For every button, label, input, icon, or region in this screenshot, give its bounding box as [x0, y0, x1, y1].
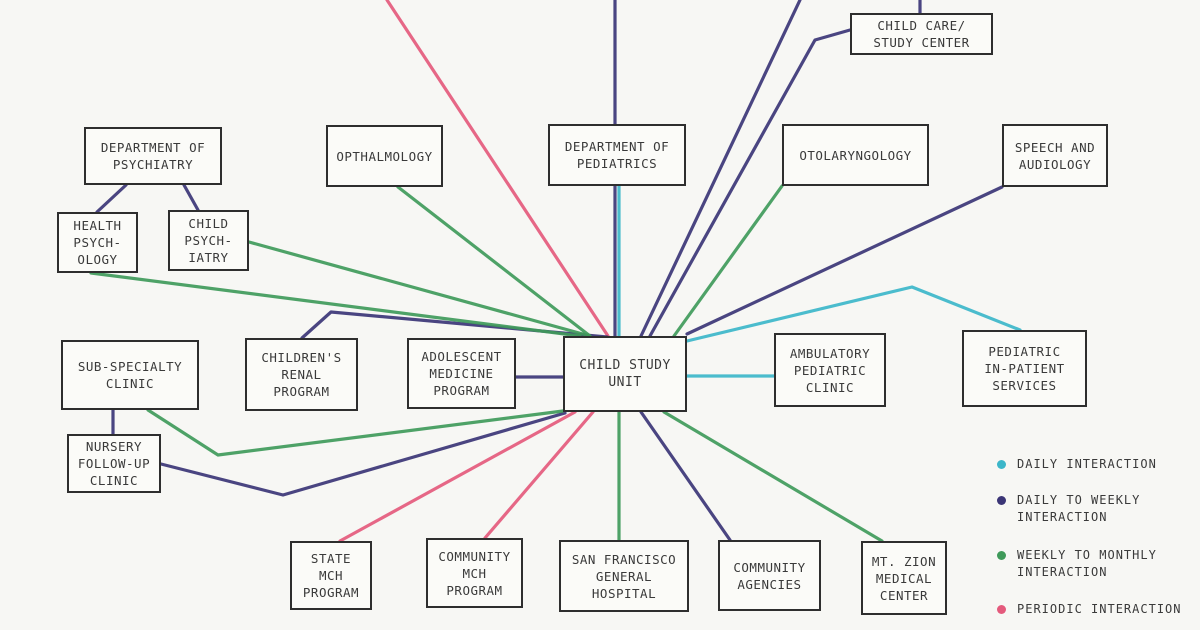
connector-center-to-community-agencies — [639, 410, 732, 542]
node-label: CHILDREN'S RENAL PROGRAM — [261, 350, 342, 399]
node-label: SPEECH AND AUDIOLOGY — [1014, 139, 1096, 172]
node-adolescent-medicine-program: ADOLESCENT MEDICINE PROGRAM — [407, 338, 516, 409]
connector-center-to-mt-zion — [662, 410, 884, 543]
node-label: OPTHALMOLOGY — [336, 148, 433, 164]
node-label: NURSERY FOLLOW-UP CLINIC — [77, 439, 151, 488]
node-label: HEALTH PSYCH- OLOGY — [73, 218, 122, 267]
connector-center-to-sub-specialty — [146, 408, 565, 457]
node-sub-specialty-clinic: SUB-SPECIALTY CLINIC — [61, 340, 199, 410]
node-opthalmology: OPTHALMOLOGY — [326, 125, 443, 187]
node-label: CHILD STUDY UNIT — [579, 358, 671, 390]
node-label: COMMUNITY AGENCIES — [733, 559, 806, 592]
node-label: DEPARTMENT OF PSYCHIATRY — [100, 140, 206, 172]
legend-label: PERIODIC INTERACTION — [1017, 602, 1182, 616]
node-childrens-renal-program: CHILDREN'S RENAL PROGRAM — [245, 338, 358, 411]
legend-dot-icon — [997, 605, 1006, 614]
connector-center-to-opthalmology — [396, 185, 592, 338]
node-state-mch-program: STATE MCH PROGRAM — [290, 541, 372, 610]
node-label: COMMUNITY MCH PROGRAM — [438, 548, 511, 598]
node-label: SAN FRANCISCO GENERAL HOSPITAL — [571, 551, 677, 601]
node-community-agencies: COMMUNITY AGENCIES — [718, 540, 821, 611]
node-ambulatory-pediatric-clinic: AMBULATORY PEDIATRIC CLINIC — [774, 333, 886, 407]
node-label: SUB-SPECIALTY CLINIC — [77, 359, 183, 391]
node-label: CHILD CARE/ STUDY CENTER — [873, 18, 970, 50]
legend-label: WEEKLY TO MONTHLY INTERACTION — [1017, 548, 1157, 579]
legend-label: DAILY INTERACTION — [1017, 457, 1157, 471]
node-child-psychiatry: CHILD PSYCH- IATRY — [168, 210, 249, 271]
node-label: AMBULATORY PEDIATRIC CLINIC — [789, 345, 871, 395]
legend-label: DAILY TO WEEKLY INTERACTION — [1017, 493, 1141, 524]
node-community-mch-program: COMMUNITY MCH PROGRAM — [426, 538, 523, 608]
legend-item-daily-to-weekly: DAILY TO WEEKLY INTERACTION — [997, 492, 1140, 526]
node-child-care-study-center: CHILD CARE/ STUDY CENTER — [850, 13, 993, 55]
offpage-connector-2 — [639, 0, 802, 338]
connector-center-to-state-mch — [338, 410, 577, 543]
legend-dot-icon — [997, 460, 1006, 469]
connector-dept-psychiatry-to-child-psychiatry — [182, 183, 200, 212]
node-label: PEDIATRIC IN-PATIENT SERVICES — [984, 344, 1065, 393]
connector-center-to-nursery-followup — [159, 411, 567, 497]
connector-center-to-community-mch — [483, 410, 595, 540]
legend-item-daily: DAILY INTERACTION — [997, 456, 1157, 473]
connector-center-to-child-psychiatry — [247, 240, 592, 338]
node-pediatric-in-patient-services: PEDIATRIC IN-PATIENT SERVICES — [962, 330, 1087, 407]
node-department-of-pediatrics: DEPARTMENT OF PEDIATRICS — [548, 124, 686, 186]
node-label: OTOLARYNGOLOGY — [799, 147, 912, 163]
node-label: DEPARTMENT OF PEDIATRICS — [564, 139, 670, 171]
connector-center-to-otolaryngology — [672, 184, 784, 338]
node-label: MT. ZION MEDICAL CENTER — [871, 553, 937, 603]
node-san-francisco-general-hospital: SAN FRANCISCO GENERAL HOSPITAL — [559, 540, 689, 612]
connector-center-to-child-care — [648, 28, 852, 338]
node-health-psychology: HEALTH PSYCH- OLOGY — [57, 212, 138, 273]
node-speech-and-audiology: SPEECH AND AUDIOLOGY — [1002, 124, 1108, 187]
legend-item-periodic: PERIODIC INTERACTION — [997, 601, 1182, 618]
node-label: STATE MCH PROGRAM — [302, 551, 360, 600]
legend-dot-icon — [997, 496, 1006, 505]
node-label: ADOLESCENT MEDICINE PROGRAM — [421, 349, 502, 398]
node-otolaryngology: OTOLARYNGOLOGY — [782, 124, 929, 186]
node-nursery-follow-up-clinic: NURSERY FOLLOW-UP CLINIC — [67, 434, 161, 493]
offpage-connector-0 — [385, 0, 610, 338]
connector-center-to-health-psychology — [89, 271, 582, 338]
connector-center-to-speech-audiology — [685, 185, 1004, 336]
node-mt-zion-medical-center: MT. ZION MEDICAL CENTER — [861, 541, 947, 615]
legend-item-weekly-to-monthly: WEEKLY TO MONTHLY INTERACTION — [997, 547, 1157, 581]
node-department-of-psychiatry: DEPARTMENT OF PSYCHIATRY — [84, 127, 222, 185]
node-label: CHILD PSYCH- IATRY — [184, 216, 233, 265]
node-child-study-unit: CHILD STUDY UNIT — [563, 336, 687, 412]
connector-dept-psychiatry-to-health-psychology — [95, 183, 128, 214]
legend-dot-icon — [997, 551, 1006, 560]
connector-center-to-pediatric-inpatient — [685, 285, 1022, 343]
